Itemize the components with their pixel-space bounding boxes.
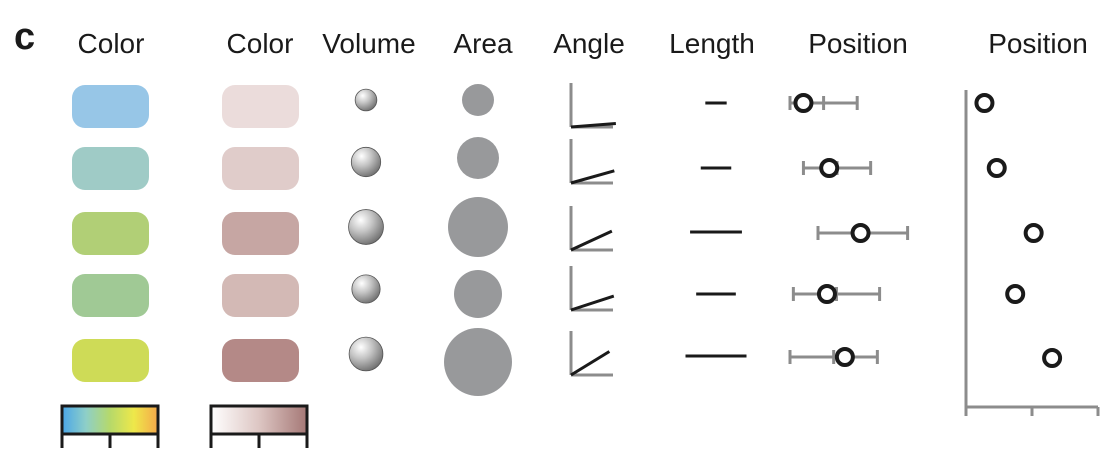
hue-swatch-5 [72,339,149,382]
hue-swatch-1 [72,85,149,128]
volume-sphere-4 [351,274,381,304]
lightness-swatch-5 [222,339,299,382]
aligned-position-point-1 [974,93,995,113]
volume-sphere-1 [354,88,378,112]
position-point-5 [834,347,855,367]
position-point-2 [819,158,840,178]
hue-swatch-3 [72,212,149,255]
hue-scale-bar [60,404,160,436]
header-position-aligned: Position [988,28,1088,59]
volume-sphere-3 [348,209,384,245]
hue-swatch-4 [72,274,149,317]
area-circle-4 [454,270,502,318]
header-color-lightness: Color [226,28,294,59]
area-circle-1 [462,84,494,116]
area-circle-3 [448,197,508,257]
lightness-swatch-2 [222,147,299,190]
panel-label: c [14,16,36,58]
header-angle: Angle [553,28,625,59]
header-volume: Volume [322,28,416,59]
lightness-swatch-1 [222,85,299,128]
lightness-swatch-4 [222,274,299,317]
volume-sphere-5 [348,336,384,372]
angle-ray-1 [570,121,616,129]
area-circle-2 [457,137,499,179]
position-point-3 [850,223,871,243]
area-circle-5 [444,328,512,396]
volume-sphere-2 [350,146,382,178]
hue-swatch-2 [72,147,149,190]
angle-ray-2 [570,169,615,185]
aligned-position-point-4 [1005,284,1026,304]
header-color-hue: Color [77,28,145,59]
aligned-position-point-3 [1023,223,1044,243]
header-length: Length [669,28,755,59]
angle-ray-5 [570,350,611,377]
angle-ray-3 [570,229,613,252]
aligned-position-point-2 [986,158,1007,178]
position-point-1 [793,93,814,113]
header-position-common-scale: Position [808,28,908,59]
aligned-position-point-5 [1042,348,1063,368]
lightness-swatch-3 [222,212,299,255]
angle-ray-4 [570,294,615,312]
position-point-4 [816,284,837,304]
header-area: Area [453,28,513,59]
lightness-scale-bar [209,404,309,436]
